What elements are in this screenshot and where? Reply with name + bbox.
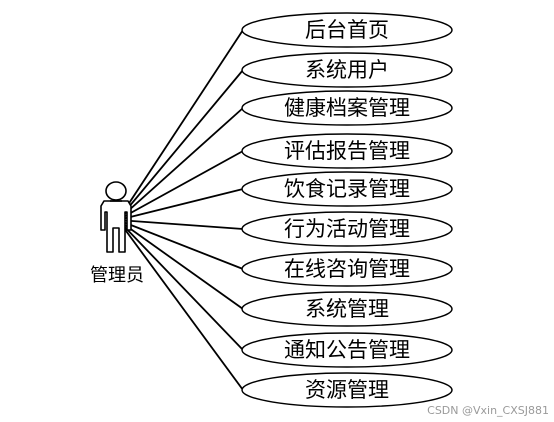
association-line: [117, 29, 244, 221]
person-icon: [100, 181, 132, 253]
association-line: [117, 219, 244, 270]
use-case-label: 系统用户: [305, 58, 389, 82]
use-case-label: 在线咨询管理: [284, 257, 410, 281]
association-line: [117, 150, 244, 221]
use-case: 后台首页: [241, 12, 453, 48]
use-case-label: 系统管理: [305, 297, 389, 321]
association-line: [117, 219, 244, 351]
use-case-label: 行为活动管理: [284, 217, 410, 241]
use-cases: 后台首页系统用户健康档案管理评估报告管理饮食记录管理行为活动管理在线咨询管理系统…: [241, 12, 453, 408]
use-case-ellipse: [241, 372, 453, 408]
use-case: 饮食记录管理: [241, 171, 453, 207]
use-case-label: 后台首页: [305, 18, 389, 42]
use-case-ellipse: [241, 52, 453, 88]
use-case: 系统用户: [241, 52, 453, 88]
use-case: 评估报告管理: [241, 133, 453, 169]
use-case-ellipse: [241, 90, 453, 126]
use-case: 健康档案管理: [241, 90, 453, 126]
use-case-ellipse: [241, 211, 453, 247]
use-case: 行为活动管理: [241, 211, 453, 247]
association-lines: [117, 29, 244, 391]
use-case-ellipse: [241, 251, 453, 287]
association-line: [117, 219, 244, 230]
use-case: 在线咨询管理: [241, 251, 453, 287]
association-line: [117, 69, 244, 221]
use-case: 系统管理: [241, 291, 453, 327]
use-case-ellipse: [241, 171, 453, 207]
use-case-ellipse: [241, 332, 453, 368]
use-case: 资源管理: [241, 372, 453, 408]
actor-label: 管理员: [90, 265, 144, 286]
use-case-label: 健康档案管理: [284, 96, 410, 120]
use-case-label: 资源管理: [305, 378, 389, 402]
watermark: CSDN @Vxin_CXSJ881: [427, 404, 549, 417]
association-line: [117, 219, 244, 391]
use-case-ellipse: [241, 133, 453, 169]
use-case: 通知公告管理: [241, 332, 453, 368]
actor-admin: 管理员: [90, 181, 144, 286]
use-case-label: 通知公告管理: [284, 338, 410, 362]
use-case-ellipse: [241, 12, 453, 48]
association-line: [117, 219, 244, 310]
use-case-label: 评估报告管理: [284, 139, 410, 163]
association-line: [117, 188, 244, 221]
use-case-ellipse: [241, 291, 453, 327]
use-case-label: 饮食记录管理: [284, 177, 410, 201]
association-line: [117, 107, 244, 221]
